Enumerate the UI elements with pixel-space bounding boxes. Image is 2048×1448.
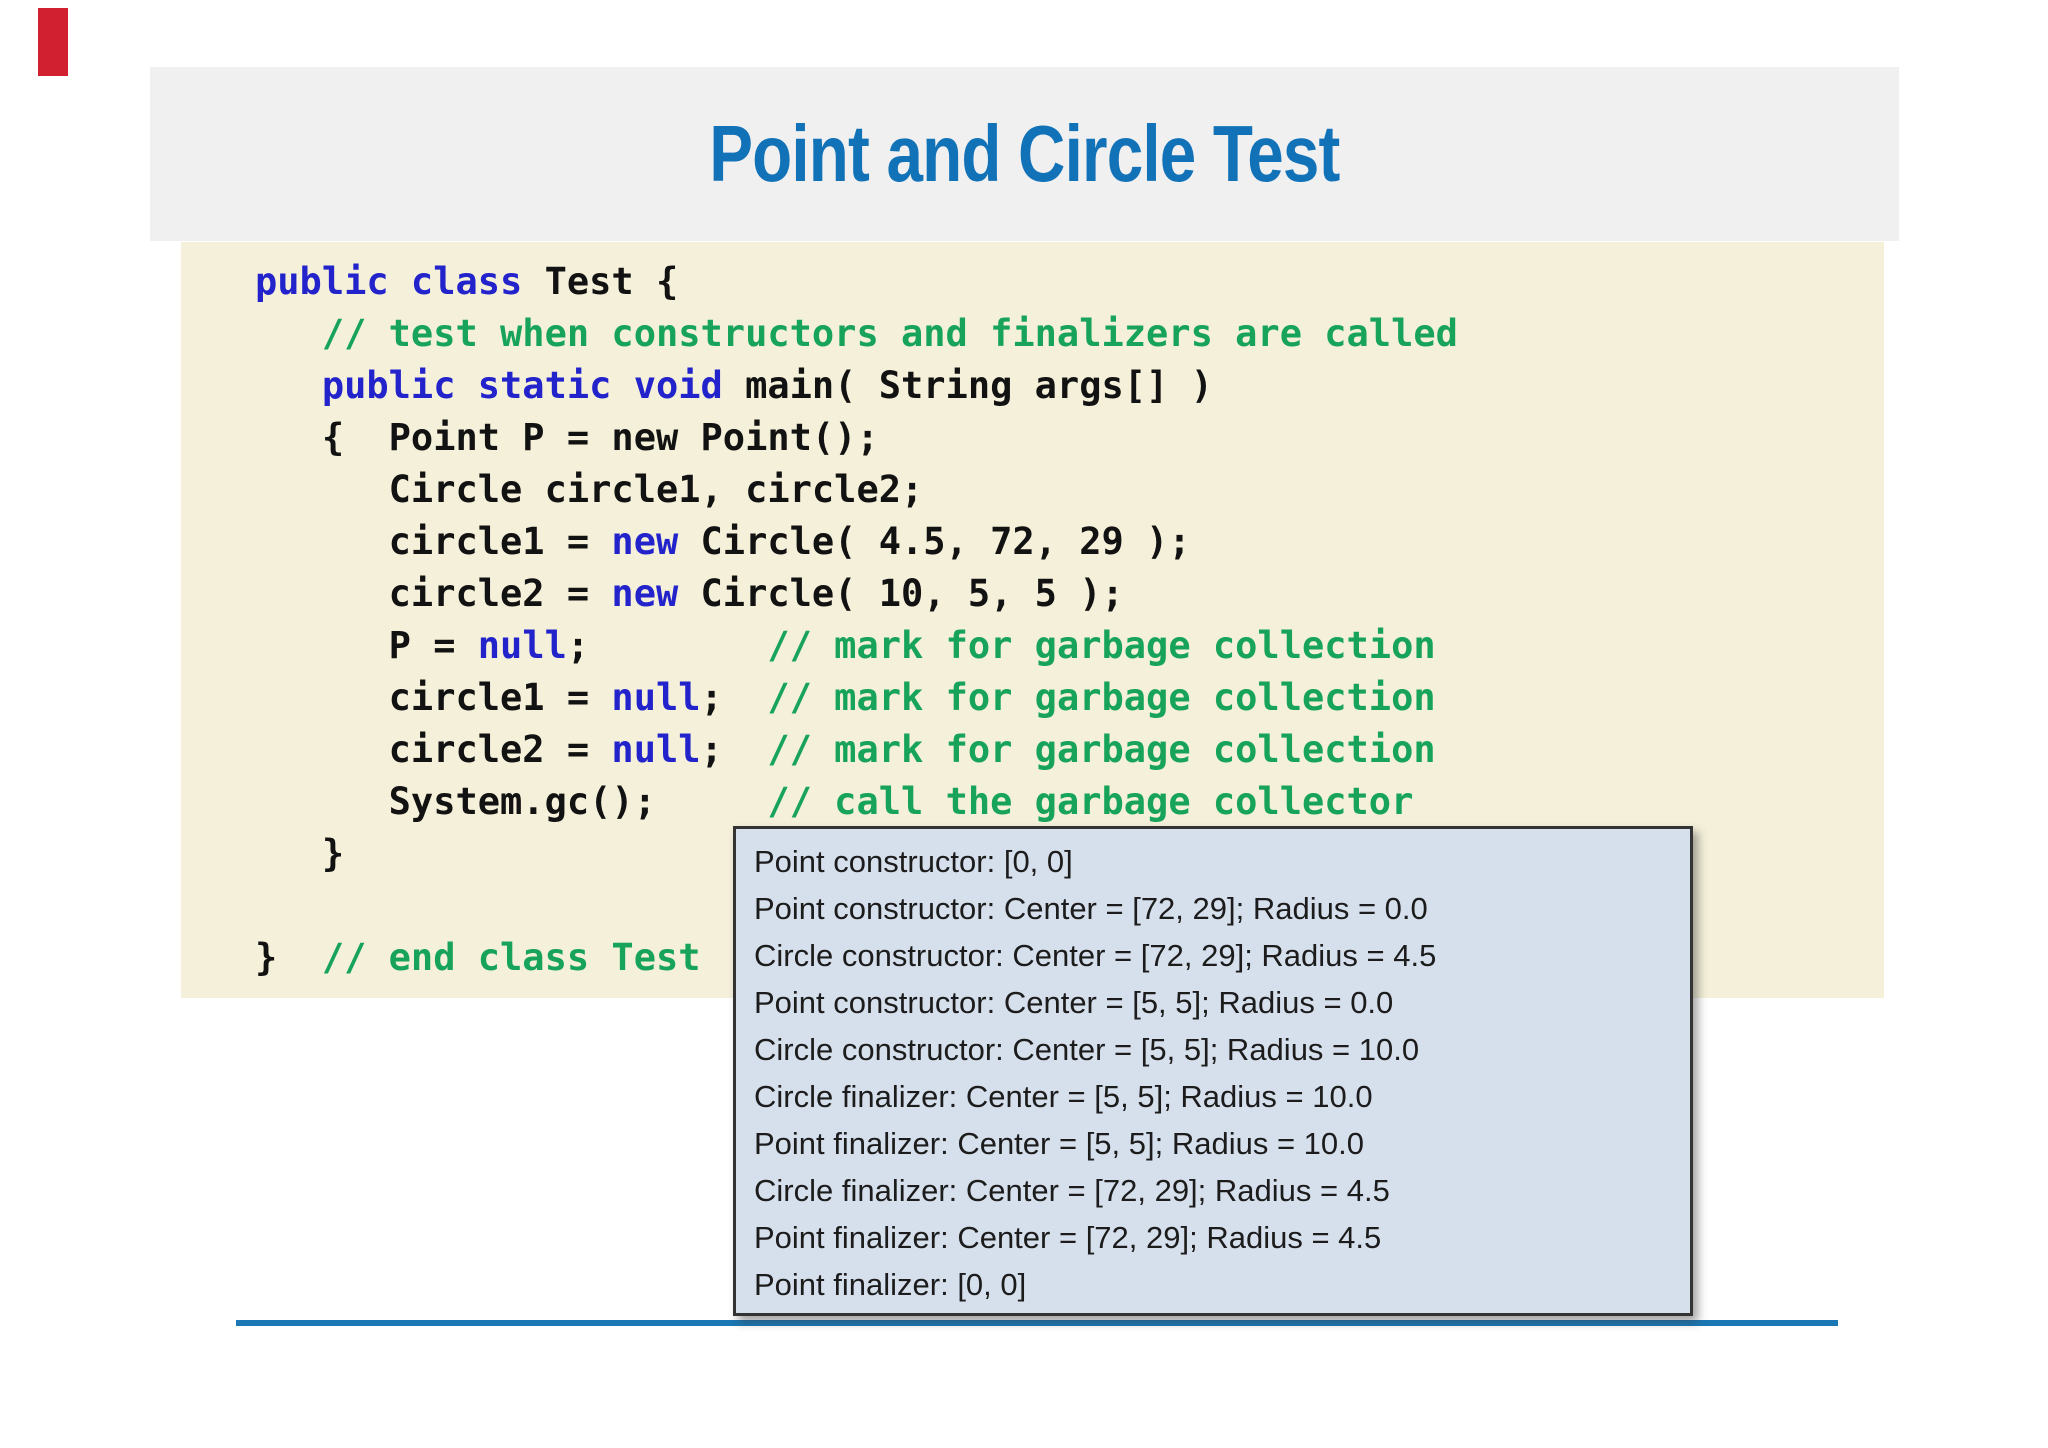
code-line: // test when constructors and finalizers… [321, 312, 1458, 355]
code-line: circle1 = null; // mark for garbage coll… [255, 676, 1436, 719]
output-line: Point constructor: [0, 0] [754, 844, 1073, 879]
output-line: Circle constructor: Center = [72, 29]; R… [754, 938, 1437, 973]
code-line: public static void main( String args[] ) [321, 364, 1213, 407]
console-output-lines: Point constructor: [0, 0] Point construct… [736, 838, 1690, 1308]
output-line: Point constructor: Center = [72, 29]; Ra… [754, 891, 1428, 926]
output-line: Point finalizer: [0, 0] [754, 1267, 1027, 1302]
code-line: Circle circle1, circle2; [255, 468, 924, 511]
code-line: System.gc(); // call the garbage collect… [255, 780, 1414, 823]
output-line: Point constructor: Center = [5, 5]; Radi… [754, 985, 1394, 1020]
code-panel: public class Test { // test when constru… [181, 242, 1884, 998]
output-line: Point finalizer: Center = [5, 5]; Radius… [754, 1126, 1365, 1161]
title-band: Point and Circle Test [150, 67, 1899, 241]
code-line: circle2 = new Circle( 10, 5, 5 ); [255, 572, 1124, 615]
code-line: public class Test { [255, 260, 679, 303]
output-line: Circle finalizer: Center = [5, 5]; Radiu… [754, 1079, 1373, 1114]
bottom-rule [236, 1320, 1838, 1326]
code-line: P = null; // mark for garbage collection [255, 624, 1436, 667]
red-corner-marker [38, 8, 68, 76]
code-line: circle2 = null; // mark for garbage coll… [255, 728, 1436, 771]
output-line: Circle constructor: Center = [5, 5]; Rad… [754, 1032, 1420, 1067]
code-line: } // end class Test [255, 936, 701, 979]
code-line: circle1 = new Circle( 4.5, 72, 29 ); [255, 520, 1191, 563]
code-line: { Point P = new Point(); [255, 416, 879, 459]
slide-title: Point and Circle Test [709, 109, 1340, 198]
code-line: } [255, 832, 345, 875]
output-line: Circle finalizer: Center = [72, 29]; Rad… [754, 1173, 1390, 1208]
code-block: public class Test { // test when constru… [181, 256, 1884, 984]
console-output-box: Point constructor: [0, 0] Point construct… [733, 826, 1693, 1316]
output-line: Point finalizer: Center = [72, 29]; Radi… [754, 1220, 1382, 1255]
